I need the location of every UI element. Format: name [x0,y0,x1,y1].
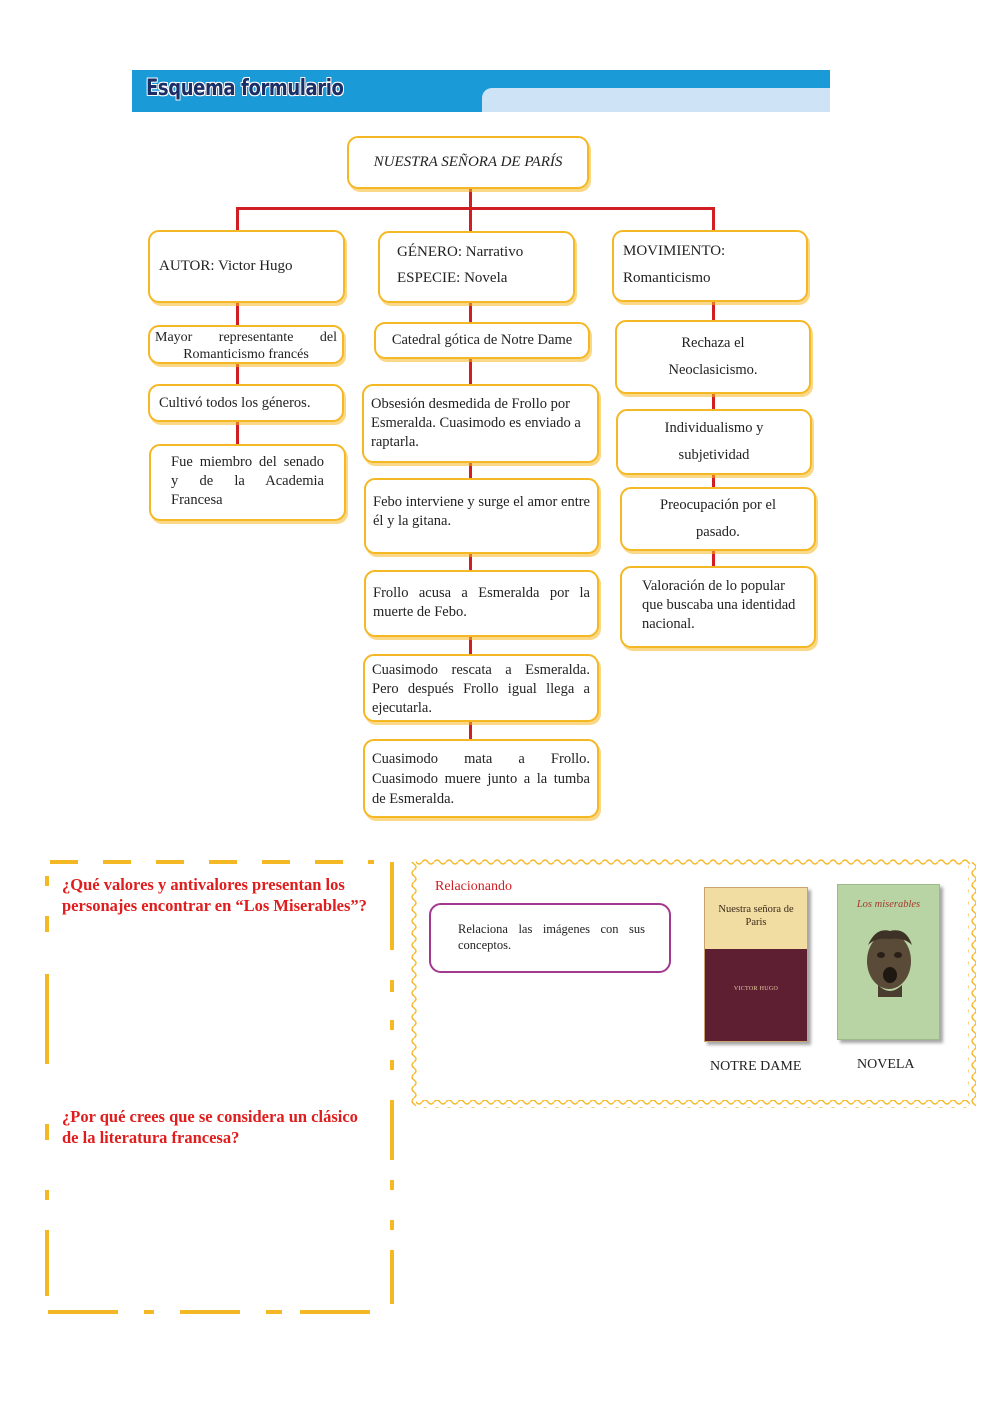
book-title: Los miserables [838,899,939,910]
author-item: Cultivó todos los géneros. [148,384,344,422]
movement-header: MOVIMIENTO: Romanticismo [612,230,808,302]
diagram-root: NUESTRA SEÑORA DE PARÍS [347,136,589,189]
caption-notre-dame: NOTRE DAME [710,1059,801,1075]
book-cover-miserables[interactable]: Los miserables [837,884,940,1040]
question-1: ¿Qué valores y antivalores presentan los… [62,874,372,916]
question-2: ¿Por qué crees que se considera un clási… [62,1106,362,1148]
movement-item: Preocupación por el pasado. [620,487,816,551]
genre-item: Frollo acusa a Esmeralda por la muerte d… [364,570,599,637]
movement-line: MOVIMIENTO: [623,238,797,265]
genre-item: Obsesión desmedida de Frollo por Esmeral… [362,384,599,463]
author-item: Mayor representante del Romanticismo fra… [148,325,344,364]
author-header: AUTOR: Victor Hugo [148,230,345,303]
movement-item: Rechaza el Neoclasicismo. [615,320,811,394]
relating-instruction: Relaciona las imágenes con sus conceptos… [429,903,671,973]
relating-label: Relacionando [435,879,512,895]
genre-item: Febo interviene y surge el amor entre él… [364,478,599,554]
book-title: Nuestra señora de Paris [711,903,801,929]
genre-item: Cuasimodo rescata a Esmeralda. Pero desp… [363,654,599,722]
author-item: Fue miembro del senado y de la Academia … [149,444,346,521]
book-author: VICTOR HUGO [705,986,807,992]
genre-line: GÉNERO: Narrativo [397,239,556,265]
sculpture-face-image [858,923,920,997]
genre-item: Catedral gótica de Notre Dame [374,322,590,359]
genre-item: Cuasimodo mata a Frollo. Cuasimodo muere… [363,739,599,818]
movement-item: Valoración de lo popular que buscaba una… [620,566,816,648]
header-tab-decoration [482,88,830,112]
movement-item: Individualismo y subjetividad [616,409,812,475]
questions-frame [44,856,404,1316]
book-cover-notre-dame[interactable]: Nuestra señora de Paris VICTOR HUGO [704,887,808,1042]
genre-header: GÉNERO: Narrativo ESPECIE: Novela [378,231,575,303]
caption-novela: NOVELA [857,1057,915,1073]
movement-name: Romanticismo [623,265,797,292]
header-banner: Esquema formulario [132,70,830,112]
species-line: ESPECIE: Novela [397,265,556,291]
page-title: Esquema formulario [146,76,344,101]
